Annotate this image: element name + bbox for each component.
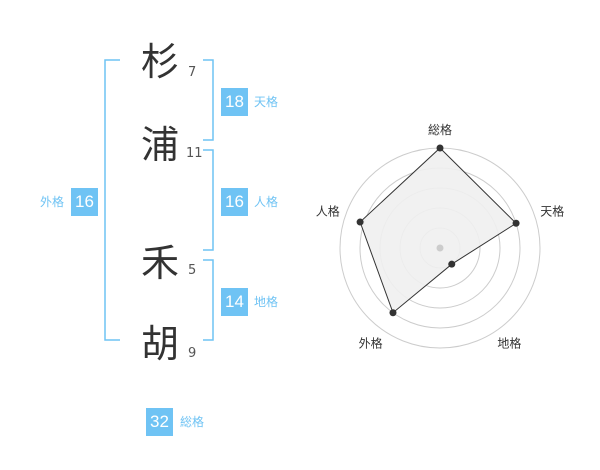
chikaku-bracket <box>203 259 214 341</box>
stroke-count-2: 11 <box>186 146 203 161</box>
stroke-count-4: 9 <box>188 346 197 361</box>
kanji-4: 胡 <box>140 322 179 366</box>
radar-point <box>389 309 397 317</box>
kanji-3: 禾 <box>140 241 179 285</box>
radar-point <box>356 218 364 226</box>
radar-point <box>436 144 444 152</box>
radar-axis-label: 総格 <box>428 122 452 137</box>
radar-axis-label: 人格 <box>316 204 340 219</box>
tenkaku-bracket <box>203 59 214 141</box>
radar-axis-label: 外格 <box>359 335 383 350</box>
gaikaku-value: 16 <box>71 188 98 216</box>
kanji-1: 杉 <box>140 40 179 84</box>
tenkaku-label: 天格 <box>254 95 279 109</box>
radar-axis-label: 地格 <box>497 335 521 350</box>
soukaku-value: 32 <box>146 408 173 436</box>
radar-axis-label: 天格 <box>540 204 564 219</box>
radar-polygon <box>359 147 517 314</box>
kanji-2: 浦 <box>140 123 179 167</box>
chikaku-label: 地格 <box>254 295 279 309</box>
jinkaku-label: 人格 <box>254 195 279 209</box>
stroke-count-3: 5 <box>188 263 197 278</box>
chikaku-value: 14 <box>221 288 248 316</box>
tenkaku-value: 18 <box>221 88 248 116</box>
radar-point <box>512 219 520 227</box>
gaikaku-label: 外格 <box>40 195 65 209</box>
radar-center-dot <box>436 244 444 252</box>
jinkaku-bracket <box>203 149 214 251</box>
gaikaku-bracket <box>104 59 120 341</box>
jinkaku-value: 16 <box>221 188 248 216</box>
soukaku-label: 総格 <box>180 415 205 429</box>
stroke-count-1: 7 <box>188 65 197 80</box>
radar-point <box>448 260 456 268</box>
